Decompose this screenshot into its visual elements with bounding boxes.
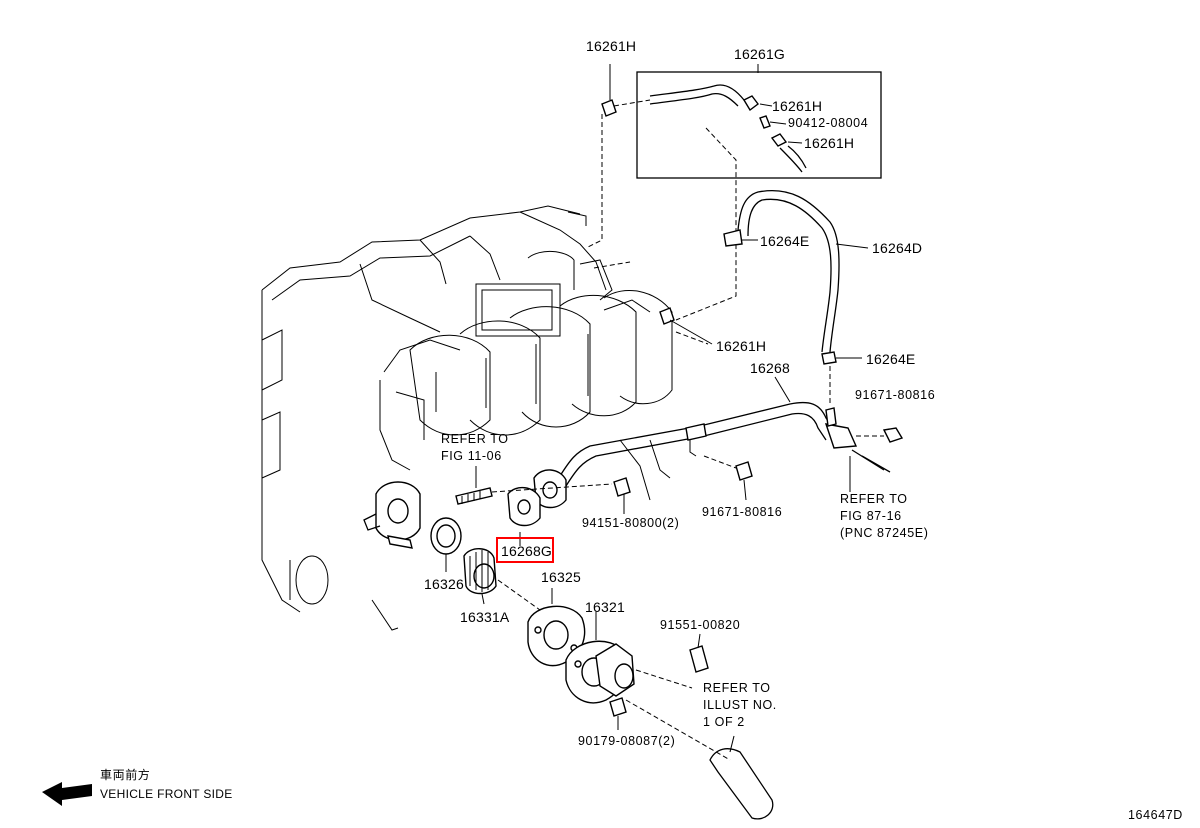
label-16326: 16326 — [424, 576, 464, 592]
bolt-91551 — [635, 633, 709, 689]
hose-16264D — [723, 190, 869, 406]
left-arrow-icon — [42, 782, 92, 806]
refer-note-line: FIG 11-06 — [441, 449, 502, 463]
label-90412-08004: 90412-08004 — [788, 116, 869, 130]
gasket-16325 — [527, 588, 586, 667]
label-91671-80816-upper: 91671-80816 — [855, 388, 936, 402]
engine-block-outline — [261, 205, 607, 631]
dashed-routing — [585, 114, 737, 345]
label-91671-80816-lower: 91671-80816 — [702, 505, 783, 519]
refer-note-line: REFER TO — [441, 432, 509, 446]
refer-note-line: ILLUST NO. — [703, 698, 777, 712]
label-16261G: 16261G — [734, 46, 786, 62]
gasket-16326 — [430, 517, 462, 572]
label-16268: 16268 — [750, 360, 790, 376]
clamp-16261H-mid — [659, 307, 713, 345]
label-16325: 16325 — [541, 569, 581, 585]
label-16268G: 16268G — [501, 543, 553, 559]
stud-bolt — [455, 466, 631, 514]
label-90179-08087: 90179-08087(2) — [578, 734, 676, 748]
hose-kit-16261G — [636, 64, 882, 179]
label-16331A: 16331A — [460, 609, 510, 625]
thermostat-16331A — [463, 548, 541, 611]
label-16261H-a: 16261H — [772, 98, 823, 114]
pipe-flange — [507, 469, 567, 546]
label-16261H-mid: 16261H — [716, 338, 767, 354]
label-16264D: 16264D — [872, 240, 923, 256]
figure-id: 164647D — [1128, 808, 1183, 822]
refer-note-line: REFER TO — [703, 681, 771, 695]
label-16321: 16321 — [585, 599, 625, 615]
label-16261H-b: 16261H — [804, 135, 855, 151]
label-16264E-bot: 16264E — [866, 351, 916, 367]
bolt-91671-lower — [703, 455, 753, 501]
water-inlet-16321 — [565, 612, 635, 704]
highlight-box-16268G — [496, 537, 554, 563]
label-16264E-top: 16264E — [760, 233, 810, 249]
nut-90179 — [609, 697, 731, 761]
water-inlet-left — [363, 481, 421, 549]
label-16261H-top: 16261H — [586, 38, 637, 54]
refer-note-line: FIG 87-16 — [840, 509, 902, 523]
label-91551-00820: 91551-00820 — [660, 618, 741, 632]
clamp-16261H-top — [601, 64, 651, 117]
front-side-label-jp: 車両前方 — [100, 768, 151, 782]
lower-hose — [709, 735, 774, 820]
pipe-16268 — [559, 376, 904, 492]
front-side-label-en: VEHICLE FRONT SIDE — [100, 787, 233, 801]
refer-note-line: 1 OF 2 — [703, 715, 745, 729]
refer-note-line: (PNC 87245E) — [840, 526, 929, 540]
refer-note-line: REFER TO — [840, 492, 908, 506]
label-94151-80800: 94151-80800(2) — [582, 516, 680, 530]
